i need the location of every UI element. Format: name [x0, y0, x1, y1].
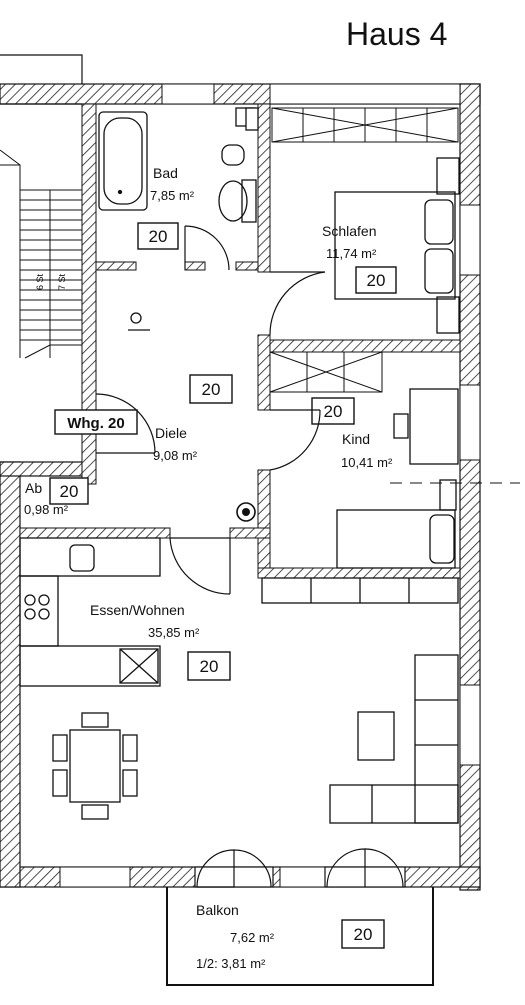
room-area-diele: 9,08 m²	[153, 448, 198, 463]
balcony-doors	[194, 848, 406, 888]
interior-walls	[19, 103, 461, 579]
doors	[95, 225, 326, 595]
room-name-bad: Bad	[153, 165, 178, 181]
room-tag-diele: 20	[189, 374, 233, 404]
dining-table	[52, 712, 138, 820]
kitchen	[19, 537, 161, 687]
entrance-tag: Whg. 20	[54, 409, 138, 435]
stairwell-walls	[0, 54, 83, 105]
heating-dot-icon	[242, 508, 250, 516]
room-name-schlafen: Schlafen	[322, 223, 376, 239]
room-tag-bad: 20	[137, 222, 179, 250]
staircase	[0, 149, 82, 359]
room-name-balkon: Balkon	[196, 902, 239, 918]
room-tag-balkon: 20	[341, 919, 385, 949]
room-name-kind: Kind	[342, 431, 370, 447]
room-area-ab: 0,98 m²	[24, 502, 69, 517]
bed-schlafen	[334, 157, 460, 334]
room-tag-kind-label: 20	[324, 402, 343, 421]
stair-mark-1: 6 St	[35, 273, 45, 290]
room-tag-essen-label: 20	[200, 657, 219, 676]
room-area-essen: 35,85 m²	[148, 625, 200, 640]
stair-mark-2: 7 St	[57, 273, 67, 290]
sideboard	[261, 577, 459, 604]
bed-kind	[336, 479, 457, 569]
room-tag-kind: 20	[311, 397, 355, 425]
room-area-kind: 10,41 m²	[341, 455, 393, 470]
room-name-ab: Ab	[25, 480, 42, 496]
balcony-outline	[166, 887, 434, 986]
room-half-area-balkon: 1/2: 3,81 m²	[196, 956, 266, 971]
windows	[59, 83, 481, 888]
room-tag-schlafen: 20	[355, 266, 397, 294]
house-title: Haus 4	[346, 16, 447, 52]
room-area-bad: 7,85 m²	[150, 188, 195, 203]
room-name-diele: Diele	[155, 425, 187, 441]
wardrobe-schlafen	[271, 107, 459, 143]
sofa	[329, 654, 459, 824]
bathroom-fixtures	[98, 107, 259, 331]
room-area-balkon: 7,62 m²	[230, 930, 275, 945]
room-tag-balkon-label: 20	[354, 925, 373, 944]
room-tag-ab-label: 20	[60, 482, 79, 501]
shelf-kind	[269, 351, 383, 393]
room-tag-bad-label: 20	[149, 227, 168, 246]
entrance-label: Whg. 20	[67, 415, 125, 432]
room-tag-schlafen-label: 20	[367, 271, 386, 290]
room-tag-ab: 20	[49, 477, 89, 505]
room-name-essen: Essen/Wohnen	[90, 602, 185, 618]
desk-kind	[393, 388, 459, 465]
room-tag-diele-label: 20	[202, 380, 221, 399]
room-tag-essen: 20	[187, 651, 231, 681]
room-area-schlafen: 11,74 m²	[326, 246, 377, 261]
